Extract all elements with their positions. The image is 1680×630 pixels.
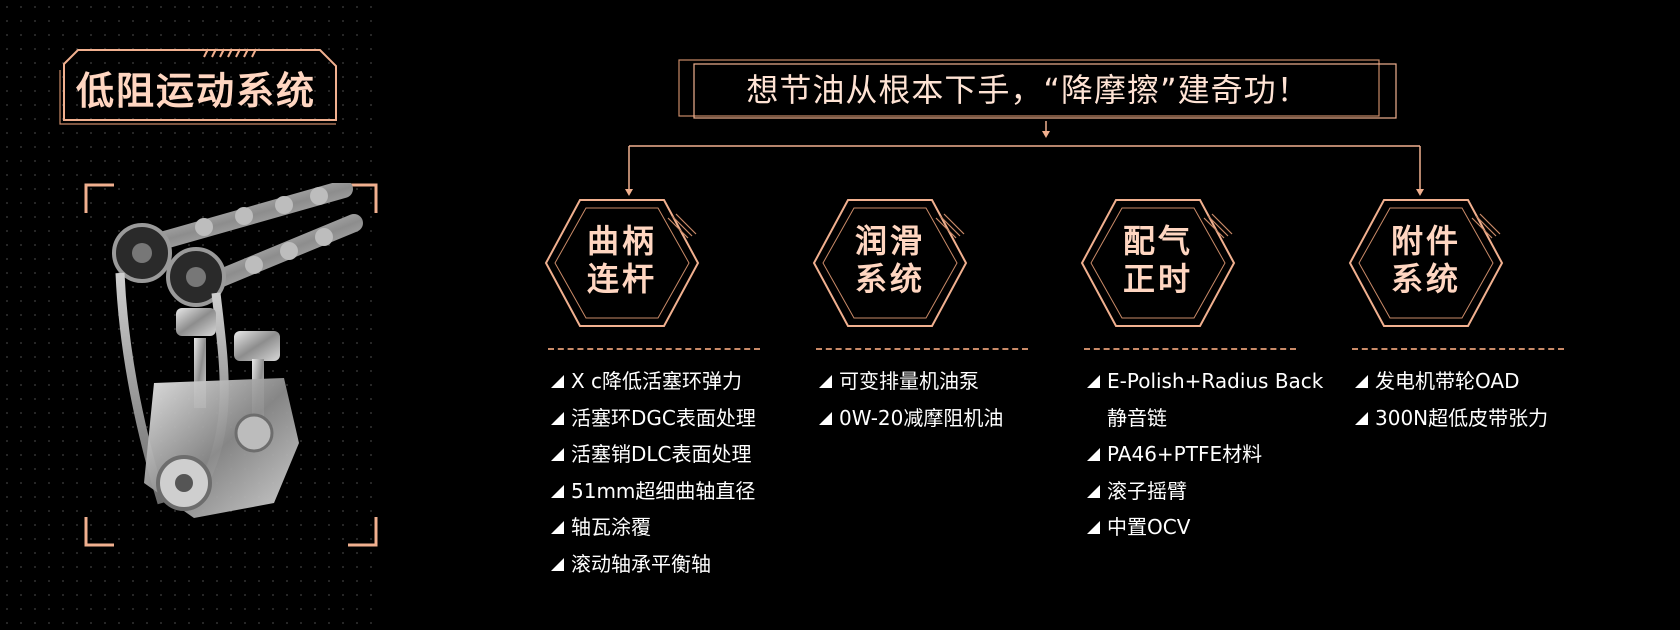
hex-label-line1: 曲柄 [586, 222, 657, 260]
headline: 想节油从根本下手，“降摩擦”建奇功！ [746, 71, 1310, 109]
triangle-bullet-icon [551, 521, 564, 534]
triangle-bullet-icon [1087, 375, 1100, 388]
divider [1084, 348, 1296, 350]
list-item: 滚动轴承平衡轴 [551, 546, 756, 583]
triangle-bullet-icon [551, 557, 564, 571]
hex-label-line2: 正时 [1122, 260, 1193, 298]
list-item: 轴瓦涂覆 [551, 509, 756, 546]
hex-badge-accessory: 附件 系统 [1346, 198, 1506, 328]
hex-label-line1: 润滑 [854, 222, 925, 260]
divider [548, 348, 760, 350]
list-item: 可变排量机油泵 [819, 363, 1003, 400]
list-item: 活塞销DLC表面处理 [551, 436, 756, 473]
triangle-bullet-icon [819, 375, 832, 388]
list-item: E-Polish+Radius Back [1087, 363, 1323, 400]
headline-box: 想节油从根本下手，“降摩擦”建奇功！ [678, 59, 1398, 119]
hex-label-line1: 附件 [1390, 222, 1461, 260]
list-item: 中置OCV [1087, 509, 1323, 546]
list-item: 51mm超细曲轴直径 [551, 473, 756, 510]
title-frame [59, 48, 337, 125]
hexagon-frame [1348, 199, 1504, 327]
hex-badge-lubrication: 润滑 系统 [810, 198, 970, 328]
divider [816, 348, 1028, 350]
engine-image [84, 183, 378, 547]
list-item: 活塞环DGC表面处理 [551, 400, 756, 437]
triangle-bullet-icon [1355, 411, 1368, 425]
triangle-bullet-icon [551, 411, 564, 425]
hex-label-line2: 连杆 [586, 260, 657, 298]
hex-label-line2: 系统 [854, 260, 925, 298]
page-title: 低阻运动系统 [76, 69, 317, 113]
hex-badge-crank: 曲柄 连杆 [542, 198, 702, 328]
triangle-bullet-icon [1087, 448, 1100, 461]
feature-list-lubrication: 可变排量机油泵 0W-20减摩阻机油 [819, 363, 1003, 436]
feature-list-accessory: 发电机带轮OAD 300N超低皮带张力 [1355, 363, 1548, 436]
triangle-bullet-icon [551, 448, 564, 461]
list-item: PA46+PTFE材料 [1087, 436, 1323, 473]
triangle-bullet-icon [1087, 521, 1100, 534]
hex-label-line1: 配气 [1122, 222, 1193, 260]
triangle-bullet-icon [1087, 484, 1100, 498]
list-item: 300N超低皮带张力 [1355, 400, 1548, 437]
headline-frame [678, 59, 1397, 119]
engine-timing-chain-render [84, 183, 378, 547]
hexagon-frame [812, 199, 968, 327]
list-item-continuation: 静音链 [1107, 405, 1167, 430]
triangle-bullet-icon [819, 411, 832, 425]
list-item: X c降低活塞环弹力 [551, 363, 756, 400]
triangle-bullet-icon [551, 375, 564, 388]
title-box: 低阻运动系统 [58, 46, 340, 125]
list-item: 发电机带轮OAD [1355, 363, 1548, 400]
hexagon-frame [544, 199, 700, 327]
triangle-bullet-icon [551, 484, 564, 498]
feature-list-valve-timing: E-Polish+Radius Back 静音链 PA46+PTFE材料 滚子摇… [1087, 363, 1323, 546]
triangle-bullet-icon [1355, 375, 1368, 388]
hex-badge-valve-timing: 配气 正时 [1078, 198, 1238, 328]
divider [1352, 348, 1564, 350]
list-item: 滚子摇臂 [1087, 473, 1323, 510]
hexagon-frame [1080, 199, 1236, 327]
feature-list-crank: X c降低活塞环弹力 活塞环DGC表面处理 活塞销DLC表面处理 51mm超细曲… [551, 363, 756, 582]
list-item: 0W-20减摩阻机油 [819, 400, 1003, 437]
hex-label-line2: 系统 [1390, 260, 1461, 298]
